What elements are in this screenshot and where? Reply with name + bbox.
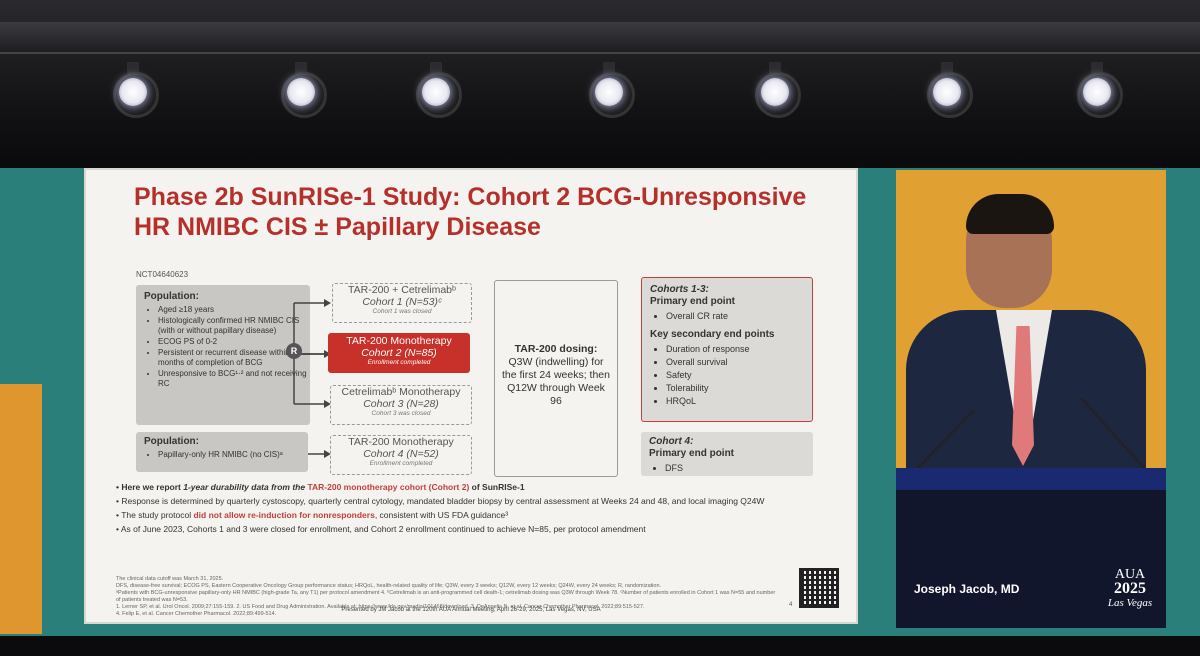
footnote: 1. Lerner SP, et al. Urol Oncol. 2009;27… bbox=[116, 604, 645, 610]
podium bbox=[896, 490, 1166, 628]
speaker-video-feed: Joseph Jacob, MD AUA 2025 Las Vegas bbox=[896, 170, 1166, 628]
endpoints-cohort-4: Cohort 4: Primary end point DFS bbox=[641, 432, 813, 476]
arm-cohort-3: Cetrelimabᵇ Monotherapy Cohort 3 (N=28) … bbox=[330, 385, 472, 425]
key-point: • Response is determined by quarterly cy… bbox=[116, 496, 765, 506]
slide-title-line-2: HR NMIBC CIS ± Papillary Disease bbox=[134, 213, 541, 241]
criteria-item: Unresponsive to BCG¹·² and not receiving… bbox=[158, 369, 310, 389]
endpoint-item: Overall CR rate bbox=[666, 310, 804, 323]
secondary-endpoint-label: Key secondary end points bbox=[650, 329, 775, 340]
arm-treatment: TAR-200 Monotherapy bbox=[346, 335, 452, 347]
stage-light bbox=[752, 62, 801, 120]
footnotes: The clinical data cutoff was March 31, 2… bbox=[116, 576, 776, 618]
arm-note: Cohort 1 was closed bbox=[372, 308, 432, 315]
trial-id: NCT04640623 bbox=[136, 270, 189, 279]
speaker-name: Joseph Jacob, MD bbox=[914, 582, 1020, 596]
arm-cohort-2: TAR-200 Monotherapy Cohort 2 (N=85) Enro… bbox=[328, 333, 470, 373]
secondary-endpoint-list: Duration of response Overall survival Sa… bbox=[650, 343, 804, 408]
key-point: • As of June 2023, Cohorts 1 and 3 were … bbox=[116, 524, 646, 534]
population-criteria-list: Papillary-only HR NMIBC (no CIS)ᵃ bbox=[136, 450, 308, 460]
criteria-item: Persistent or recurrent disease within 1… bbox=[158, 348, 310, 368]
stage-light bbox=[413, 62, 462, 120]
endpoints-head: Cohorts 1-3: bbox=[650, 284, 709, 295]
speaker-tie bbox=[1012, 326, 1034, 466]
dosing-title: TAR-200 dosing: bbox=[514, 343, 598, 355]
arm-note: Enrollment completed bbox=[369, 460, 433, 467]
stage-side-panel bbox=[0, 384, 42, 634]
population-box-main: Population: Aged ≥18 years Histologicall… bbox=[136, 285, 310, 425]
dosing-schedule: Q3W (indwelling) for the first 24 weeks;… bbox=[502, 356, 610, 407]
endpoint-item: DFS bbox=[665, 462, 805, 475]
criteria-item: ECOG PS of 0-2 bbox=[158, 337, 310, 347]
footnote: ᵃPatients with BCG-unresponsive papillar… bbox=[116, 590, 776, 603]
primary-endpoint-list: DFS bbox=[649, 462, 805, 475]
footnote: DFS, disease-free survival; ECOG PS, Eas… bbox=[116, 583, 662, 589]
slide-page-number: 4 bbox=[789, 602, 793, 608]
endpoint-item: Duration of response bbox=[666, 343, 804, 356]
endpoints-cohorts-1-3: Cohorts 1-3: Primary end point Overall C… bbox=[641, 277, 813, 422]
arm-cohort: Cohort 2 (N=85) bbox=[361, 347, 437, 359]
population-title: Population: bbox=[144, 436, 199, 447]
arm-treatment: Cetrelimabᵇ Monotherapy bbox=[341, 386, 461, 398]
microphone-icon bbox=[915, 397, 1147, 471]
arm-cohort: Cohort 3 (N=28) bbox=[363, 398, 439, 410]
audience-floor bbox=[0, 636, 1200, 656]
aua-logo-line-1: AUA bbox=[1114, 567, 1146, 582]
presented-by: Presented by JM Jacob at the 120th AUA A… bbox=[341, 607, 601, 613]
stage-light bbox=[278, 62, 327, 120]
primary-endpoint-list: Overall CR rate bbox=[650, 310, 804, 323]
primary-endpoint-label: Primary end point bbox=[649, 448, 735, 459]
arm-cohort-4: TAR-200 Monotherapy Cohort 4 (N=52) Enro… bbox=[330, 435, 472, 475]
slide-title: Phase 2b SunRISe-1 Study: Cohort 2 BCG-U… bbox=[134, 182, 824, 242]
qr-code[interactable] bbox=[799, 568, 839, 608]
stage-light bbox=[1074, 62, 1123, 120]
endpoints-head: Cohort 4: bbox=[649, 436, 694, 447]
footnote: The clinical data cutoff was March 31, 2… bbox=[116, 576, 224, 582]
presentation-slide: Phase 2b SunRISe-1 Study: Cohort 2 BCG-U… bbox=[86, 170, 856, 622]
key-point: • The study protocol did not allow re-in… bbox=[116, 510, 509, 520]
lighting-truss bbox=[0, 22, 1200, 54]
population-title: Population: bbox=[144, 291, 199, 302]
footnote: 4. Felip E, et al. Cancer Chemother Phar… bbox=[116, 611, 277, 617]
endpoint-item: Safety bbox=[666, 369, 804, 382]
population-box-papillary: Population: Papillary-only HR NMIBC (no … bbox=[136, 432, 308, 472]
slide-title-line-1: Phase 2b SunRISe-1 Study: Cohort 2 BCG-U… bbox=[134, 183, 807, 211]
arm-note: Enrollment completed bbox=[367, 359, 431, 366]
stage-light bbox=[586, 62, 635, 120]
criteria-item: Histologically confirmed HR NMIBC CIS (w… bbox=[158, 316, 310, 336]
key-points: • Here we report 1-year durability data … bbox=[116, 482, 836, 538]
arm-note: Cohort 3 was closed bbox=[371, 410, 431, 417]
primary-endpoint-label: Primary end point bbox=[650, 296, 736, 307]
aua-logo: AUA 2025 Las Vegas bbox=[1100, 568, 1160, 610]
arm-cohort: Cohort 4 (N=52) bbox=[363, 448, 439, 460]
arm-treatment: TAR-200 Monotherapy bbox=[348, 436, 454, 448]
speaker-hair bbox=[966, 194, 1054, 234]
endpoint-item: Tolerability bbox=[666, 382, 804, 395]
key-point: • Here we report 1-year durability data … bbox=[116, 482, 525, 492]
stage-light bbox=[924, 62, 973, 120]
criteria-item: Papillary-only HR NMIBC (no CIS)ᵃ bbox=[158, 450, 308, 460]
arm-cohort-1: TAR-200 + Cetrelimabᵇ Cohort 1 (N=53)ᶜ C… bbox=[332, 283, 472, 323]
stage-light bbox=[110, 62, 159, 120]
endpoint-item: Overall survival bbox=[666, 356, 804, 369]
arm-treatment: TAR-200 + Cetrelimabᵇ bbox=[348, 284, 456, 296]
randomization-node: R bbox=[286, 343, 302, 359]
aua-logo-line-2: 2025 bbox=[1114, 580, 1146, 597]
aua-logo-line-3: Las Vegas bbox=[1107, 597, 1153, 609]
endpoint-item: HRQoL bbox=[666, 395, 804, 408]
population-criteria-list: Aged ≥18 years Histologically confirmed … bbox=[136, 305, 310, 389]
dosing-box: TAR-200 dosing: Q3W (indwelling) for the… bbox=[494, 280, 618, 477]
arm-cohort: Cohort 1 (N=53)ᶜ bbox=[362, 296, 442, 308]
podium-top bbox=[896, 468, 1166, 490]
criteria-item: Aged ≥18 years bbox=[158, 305, 310, 315]
